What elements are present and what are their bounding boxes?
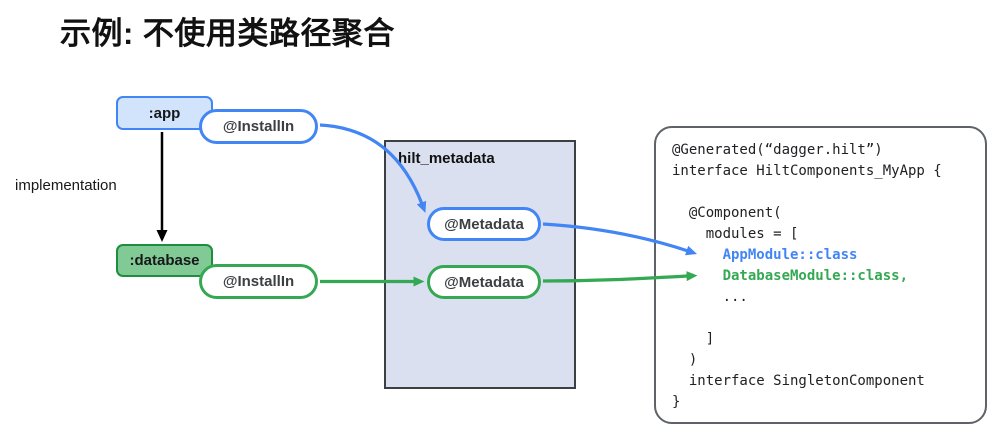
code-line — [672, 182, 969, 203]
code-block: @Generated(“dagger.hilt”) interface HiltC… — [672, 140, 969, 413]
installin-annotation-app-label: @InstallIn — [222, 118, 295, 135]
module-node-database-label: :database — [129, 252, 200, 269]
code-line: AppModule::class — [672, 247, 858, 263]
code-line: modules = [ — [672, 226, 799, 242]
installin-annotation-app: @InstallIn — [199, 109, 318, 144]
code-line: @Generated(“dagger.hilt”) — [672, 142, 883, 158]
code-line: DatabaseModule::class, — [672, 268, 909, 284]
module-node-app-label: :app — [148, 104, 181, 122]
module-node-app: :app — [116, 96, 213, 130]
code-line: ) — [672, 352, 698, 368]
code-line: @Component( — [672, 205, 782, 221]
installin-annotation-database: @InstallIn — [199, 264, 318, 299]
hilt-metadata-box-title: hilt_metadata — [398, 150, 495, 167]
metadata-annotation-app: @Metadata — [427, 207, 541, 241]
metadata-annotation-database-label: @Metadata — [444, 273, 524, 291]
code-line: interface HiltComponents_MyApp { — [672, 163, 942, 179]
module-node-database: :database — [116, 244, 213, 277]
installin-annotation-database-label: @InstallIn — [222, 273, 295, 290]
code-line: } — [672, 394, 681, 410]
code-line — [672, 308, 969, 329]
metadata-annotation-database: @Metadata — [427, 265, 541, 299]
code-line: ... — [672, 289, 748, 305]
metadata-annotation-app-label: @Metadata — [444, 215, 524, 233]
slide-title: 示例: 不使用类路径聚合 — [60, 16, 395, 51]
code-line: ] — [672, 331, 715, 347]
generated-code-panel: @Generated(“dagger.hilt”) interface HiltC… — [654, 126, 987, 424]
code-line: interface SingletonComponent — [672, 373, 925, 389]
implementation-edge-label: implementation — [15, 177, 117, 194]
